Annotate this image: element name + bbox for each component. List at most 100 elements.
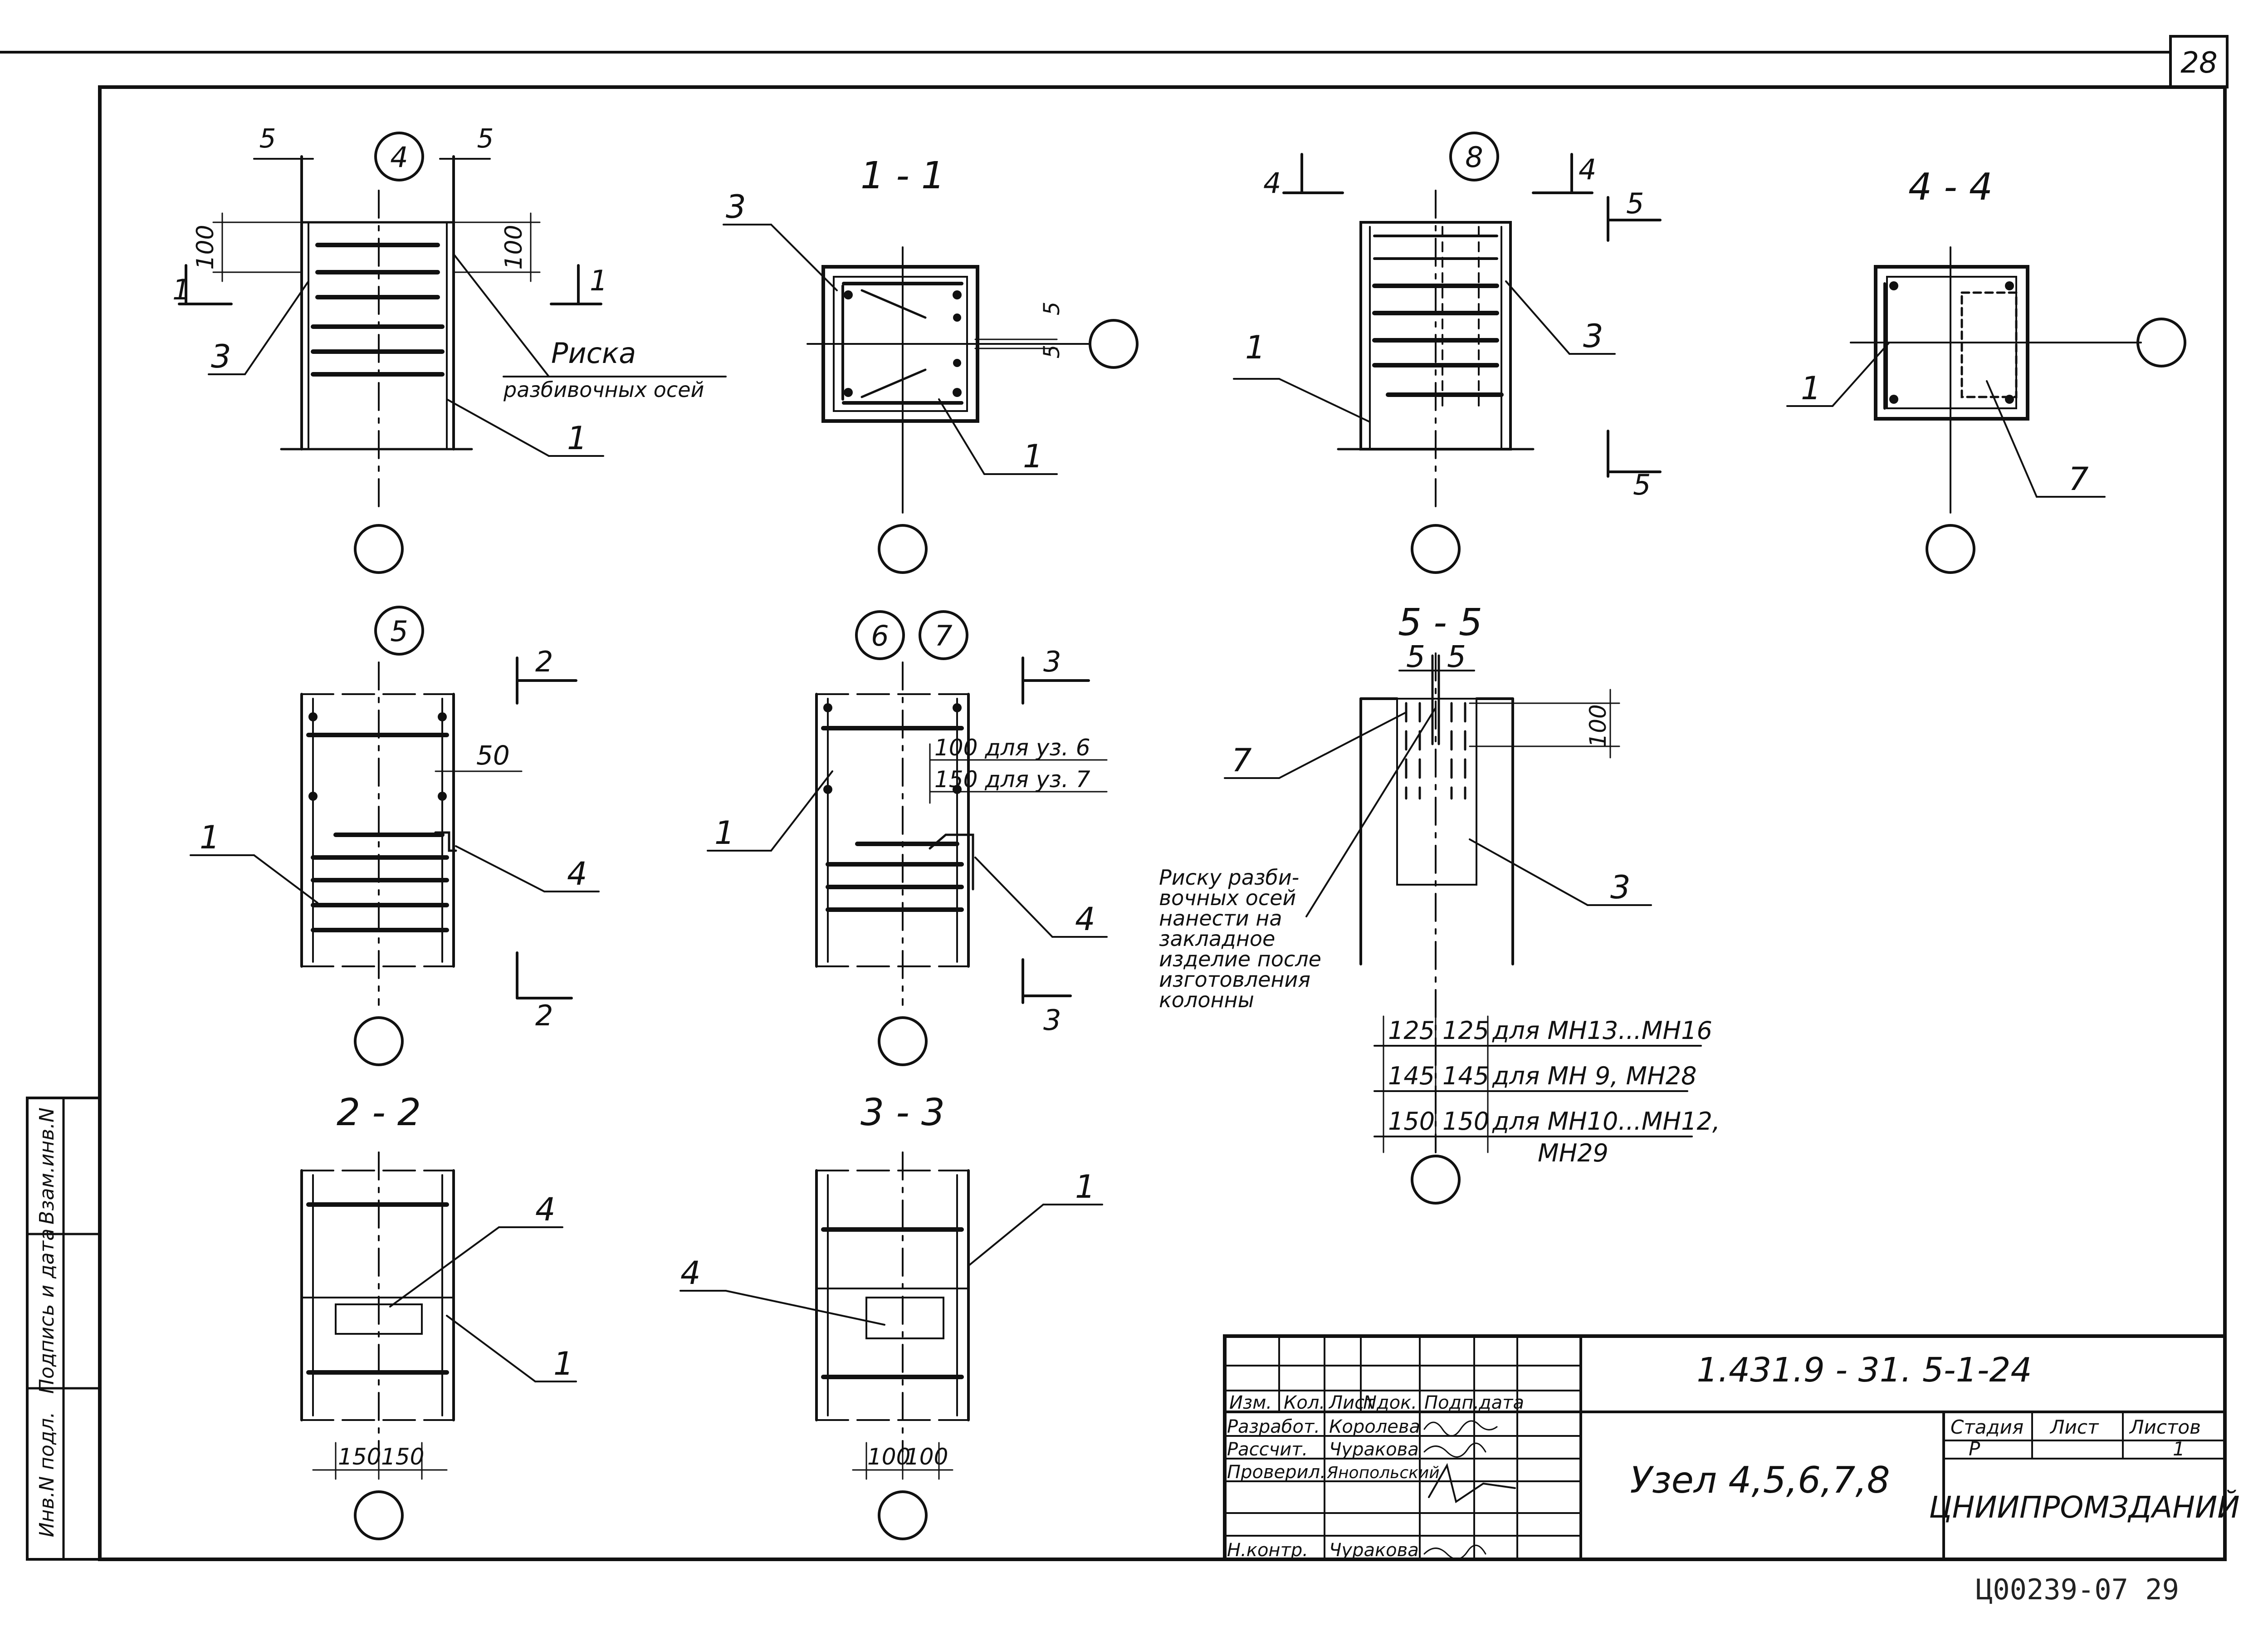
- node-4-callout-1: 1: [567, 420, 587, 457]
- section-1-1-dim-top: 5: [1039, 302, 1065, 316]
- table-row1-a: 125: [1388, 1016, 1435, 1045]
- section-4-4-callout-7: 7: [2068, 460, 2089, 498]
- section-3-3-view: 3 - 3 100 100 4 1: [679, 1091, 1103, 1540]
- node-4-note-line2: разбивочных осей: [503, 377, 704, 402]
- table-row3-text: для МН10...МН12,: [1492, 1107, 1720, 1136]
- section-1-1-title: 1 - 1: [860, 154, 945, 197]
- section-2-2-callout-4: 4: [535, 1191, 556, 1228]
- section-3-3-title: 3 - 3: [860, 1091, 945, 1134]
- signature-2: [1423, 1442, 1486, 1458]
- table-row2-b: 145: [1442, 1062, 1489, 1090]
- table-row2-text: для МН 9, МН28: [1492, 1062, 1696, 1090]
- node-5-marker: 5: [390, 615, 408, 648]
- node-6-7-note-line2: 150 для уз. 7: [934, 766, 1090, 793]
- side-stamp: Инв.N подл. Подпись и дата Взам.инв.N: [26, 1097, 101, 1561]
- node-4-dim-100-left: 100: [192, 225, 219, 269]
- table-row1-b: 125: [1442, 1016, 1489, 1045]
- bottom-code: Ц00239-07 29: [1976, 1573, 2179, 1606]
- node-6-7-note-line1: 100 для уз. 6: [934, 735, 1090, 761]
- tb-name: Узел 4,5,6,7,8: [1630, 1459, 1890, 1501]
- signature-3: [1428, 1463, 1516, 1504]
- node-6-7-callout-1: 1: [714, 814, 735, 852]
- section-5-5-note-4: закладное: [1159, 926, 1275, 951]
- tb-header-ndok: Nдок.: [1363, 1392, 1417, 1413]
- section-5-5-callout-7: 7: [1232, 742, 1252, 779]
- node-8-cut-5-top: 5: [1626, 187, 1644, 220]
- tb-surname-1: Королева: [1329, 1416, 1420, 1437]
- section-3-3-dim-b: 100: [905, 1444, 948, 1470]
- node-5-cut-bottom: 2: [535, 999, 553, 1032]
- node-8-cut-5-bottom: 5: [1633, 468, 1651, 501]
- table-row1-text: для МН13...МН16: [1492, 1016, 1712, 1045]
- section-5-5-title: 5 - 5: [1398, 601, 1482, 644]
- section-5-5-sub-right: 5: [1447, 639, 1466, 674]
- node-8-cut-left: 4: [1263, 167, 1281, 200]
- section-5-5-dim-100: 100: [1585, 704, 1611, 747]
- tb-surname-3: Янопольский: [1326, 1464, 1440, 1482]
- tb-org: ЦНИИПРОМЗДАНИЙ: [1929, 1489, 2239, 1525]
- section-5-5-note-7: колонны: [1159, 988, 1254, 1012]
- node-4-note-line1: Риска: [551, 337, 636, 370]
- section-4-4-title: 4 - 4: [1908, 166, 1993, 209]
- table-row3-b: 150: [1442, 1107, 1489, 1136]
- node-6-7-callout-4: 4: [1075, 901, 1095, 938]
- node-4-dim-100-right: 100: [500, 225, 528, 269]
- tb-surname-5: Чуракова: [1329, 1540, 1419, 1561]
- section-2-2-view: 2 - 2 150 150 4 1: [300, 1091, 577, 1540]
- node-4-marker: 4: [390, 141, 408, 174]
- section-5-5-callout-3: 3: [1610, 869, 1631, 906]
- tb-header-kol: Кол.: [1284, 1392, 1325, 1413]
- section-1-1-dim-bottom: 5: [1039, 345, 1065, 359]
- tb-role-2: Рассчит.: [1227, 1439, 1308, 1460]
- section-1-1-callout-3: 3: [726, 188, 746, 225]
- node-8-marker: 8: [1465, 141, 1483, 174]
- section-2-2-callout-1: 1: [553, 1345, 574, 1382]
- tb-stage: Р: [1969, 1438, 1980, 1460]
- section-5-5-note-2: вочных осей: [1159, 886, 1296, 910]
- table-row3-a: 150: [1388, 1107, 1435, 1136]
- tb-role-3: Проверил.: [1227, 1462, 1326, 1483]
- section-4-4-view: 4 - 4 1 7: [1786, 166, 2186, 574]
- tb-header-izm: Изм.: [1229, 1392, 1272, 1413]
- section-1-1-view: 1 - 1 5 5 3 1: [723, 154, 1139, 574]
- node-7-marker: 7: [934, 619, 952, 652]
- tb-header-list: Лист: [1328, 1392, 1376, 1413]
- node-4-dim-left: 5: [259, 123, 276, 154]
- section-5-5-sub-left: 5: [1406, 639, 1425, 674]
- side-stamp-sign: Подпись и дата: [35, 1229, 59, 1394]
- tb-surname-2: Чуракова: [1329, 1439, 1419, 1460]
- section-3-3-callout-4: 4: [680, 1254, 701, 1292]
- section-3-3-dim-a: 100: [867, 1444, 910, 1470]
- sheet-number-box: [2169, 35, 2229, 88]
- node-6-7-view: 6 7 3 3 100 для уз. 6 150 для уз. 7 1: [707, 610, 1108, 1066]
- section-2-2-dim-a: 150: [338, 1444, 381, 1470]
- section-2-2-title: 2 - 2: [337, 1091, 421, 1134]
- node-6-marker: 6: [871, 619, 889, 652]
- node-4-dim-right: 5: [477, 123, 494, 154]
- node-8-cut-right: 4: [1579, 153, 1596, 186]
- frame-border: [98, 85, 2227, 1561]
- section-2-2-dim-b: 150: [381, 1444, 424, 1470]
- node-8-callout-3: 3: [1583, 318, 1603, 355]
- tb-header-podp: Подп.: [1424, 1392, 1479, 1413]
- node-6-7-cut-top: 3: [1043, 645, 1061, 678]
- node-5-callout-1: 1: [200, 819, 220, 856]
- node-4-callout-3: 3: [211, 338, 231, 375]
- section-1-1-callout-1: 1: [1023, 438, 1043, 475]
- tb-sheets-label: Листов: [2129, 1416, 2201, 1438]
- tb-role-5: Н.контр.: [1227, 1540, 1308, 1561]
- node-6-7-cut-bottom: 3: [1043, 1004, 1061, 1037]
- section-5-5-note-6: изготовления: [1159, 967, 1310, 992]
- section-4-4-callout-1: 1: [1801, 370, 1821, 407]
- section-3-3-callout-1: 1: [1075, 1168, 1095, 1205]
- node-5-dim-50: 50: [476, 740, 510, 771]
- sheet-number: 28: [2180, 46, 2217, 80]
- side-stamp-replace: Взам.инв.N: [35, 1107, 59, 1225]
- node-4-cut-right: 1: [590, 264, 607, 297]
- section-5-5-note-5: изделие после: [1159, 947, 1321, 971]
- tb-role-1: Разработ.: [1227, 1416, 1320, 1437]
- node-8-callout-1: 1: [1245, 329, 1266, 366]
- node-8-view: 8 4 4 5 5 1 3: [1233, 132, 1662, 574]
- node-4-view: 4 5 5 100 100 1 1 3: [172, 123, 727, 574]
